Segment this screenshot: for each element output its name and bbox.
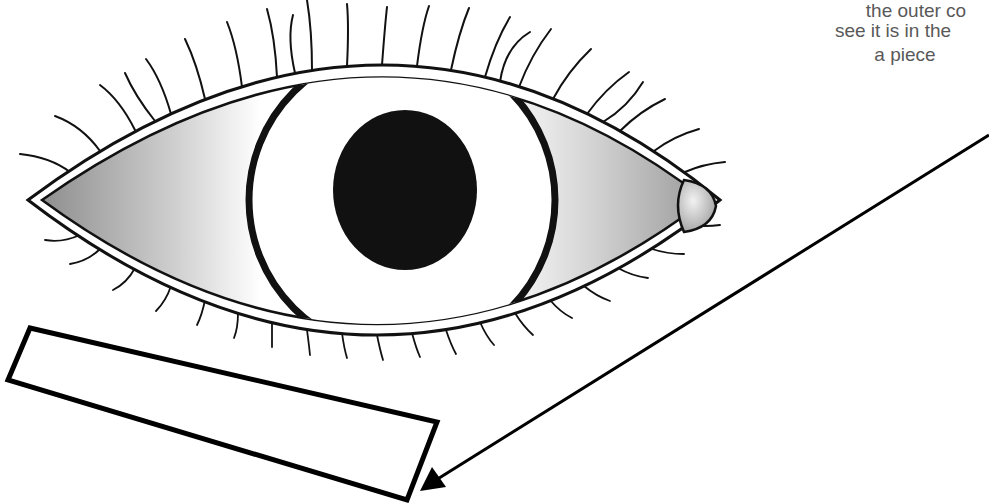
iris [249, 47, 555, 353]
note-text: see it is in the [835, 20, 951, 42]
note-text: the outer co [866, 0, 966, 22]
pointer-arrow [420, 135, 989, 491]
answer-box [8, 328, 437, 500]
pupil [333, 110, 477, 270]
caruncle [678, 180, 716, 232]
note-text: a piece [874, 44, 935, 66]
